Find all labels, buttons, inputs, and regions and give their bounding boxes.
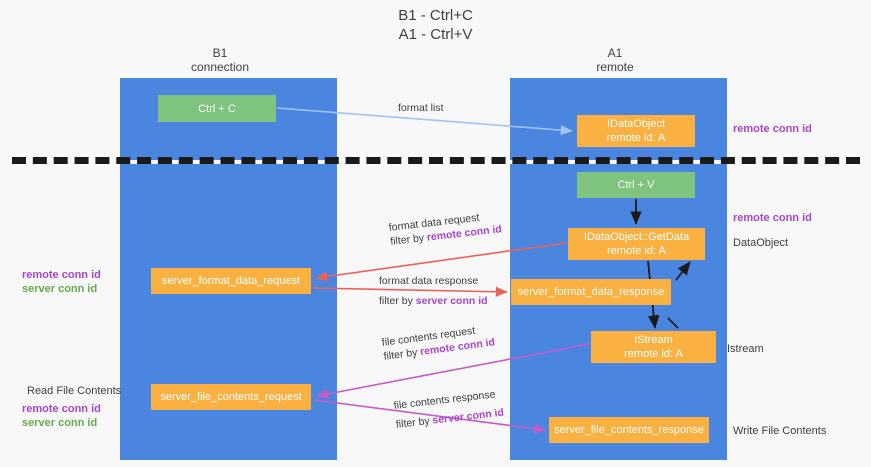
node-ctrl-v-label: Ctrl + V	[617, 179, 655, 191]
annotation-read-file-contents: Read File Contents	[27, 385, 122, 397]
filter-prefix: filter by	[389, 231, 428, 248]
column-header-a1-role: remote	[596, 60, 634, 74]
annotation-left-conn-ids-top: remote conn id server conn id	[22, 268, 101, 296]
edge-label-format-list: format list	[398, 101, 444, 115]
annotation-left-server-conn-id: server conn id	[22, 283, 98, 295]
node-server-format-data-request[interactable]: server_format_data_request	[151, 268, 311, 294]
node-server-format-data-request-label: server_format_data_request	[161, 275, 301, 287]
annotation-dataobject: DataObject	[733, 237, 789, 249]
node-istream-line1: IStream	[634, 334, 673, 346]
node-ctrl-c[interactable]: Ctrl + C	[158, 95, 276, 122]
edge-label-format-list-text: format list	[398, 102, 444, 114]
node-idataobject-line1: IDataObject	[606, 118, 666, 130]
annotation-left-conn-ids-bottom: remote conn id server conn id	[22, 402, 101, 430]
annotation-left-remote-conn-id: remote conn id	[22, 269, 101, 281]
annotation-left-remote-conn-id-2: remote conn id	[22, 403, 101, 415]
phase-divider	[12, 157, 860, 164]
node-idataobject[interactable]: IDataObject remote id: A	[577, 115, 695, 147]
node-idataobject-line2: remote id: A	[606, 132, 666, 144]
swimlane-a1-bottom	[510, 164, 727, 460]
node-server-format-data-response-label: server_format_data_response	[517, 286, 665, 298]
node-getdata-line2: remote id: A	[607, 245, 666, 257]
annotation-remote-conn-id-top: remote conn id	[733, 123, 812, 135]
filter-prefix: filter by	[379, 295, 416, 307]
node-istream-line2: remote id: A	[624, 348, 683, 360]
column-header-b1: B1 connection	[155, 46, 285, 74]
filter-key-server-conn-id: server conn id	[415, 295, 488, 307]
column-header-a1-name: A1	[607, 46, 623, 60]
node-ctrl-c-label: Ctrl + C	[198, 102, 236, 115]
filter-key-server-conn-id: server conn id	[431, 406, 505, 427]
node-server-file-contents-response[interactable]: server_file_contents_response	[549, 417, 709, 443]
title-line-2: A1 - Ctrl+V	[398, 26, 473, 43]
edge-label-format-data-request: format data request filter by remote con…	[388, 208, 502, 249]
filter-prefix: filter by	[395, 414, 434, 431]
node-ctrl-v[interactable]: Ctrl + V	[577, 172, 695, 198]
node-server-format-data-response[interactable]: server_format_data_response	[511, 279, 671, 305]
node-idataobject-getdata[interactable]: IDataObject::GetData remote id: A	[568, 228, 705, 260]
edge-label-format-data-response-line1: format data response	[379, 275, 479, 287]
edge-label-file-contents-request: file contents request filter by remote c…	[381, 321, 496, 363]
filter-prefix: filter by	[382, 346, 421, 363]
annotation-istream: Istream	[727, 343, 764, 355]
edge-label-format-data-response: format data response filter by server co…	[379, 274, 488, 308]
column-header-b1-role: connection	[190, 60, 250, 74]
node-server-file-contents-request[interactable]: server_file_contents_request	[151, 384, 311, 410]
annotation-left-server-conn-id-2: server conn id	[22, 417, 98, 429]
node-server-file-contents-response-label: server_file_contents_response	[554, 424, 704, 436]
node-server-file-contents-request-label: server_file_contents_request	[160, 391, 302, 403]
swimlane-b1-bottom	[120, 164, 337, 460]
annotation-remote-conn-id-mid: remote conn id	[733, 212, 812, 224]
annotation-write-file-contents: Write File Contents	[733, 425, 827, 437]
diagram-title: B1 - Ctrl+C A1 - Ctrl+V	[0, 6, 871, 44]
title-line-1: B1 - Ctrl+C	[398, 7, 473, 24]
edge-label-file-contents-response: file contents response filter by server …	[393, 387, 505, 432]
edge-label-format-data-response-line2: filter by server conn id	[379, 294, 488, 308]
node-istream[interactable]: IStream remote id: A	[591, 331, 716, 363]
node-getdata-line1: IDataObject::GetData	[583, 231, 690, 243]
column-header-b1-name: B1	[212, 46, 228, 60]
column-header-a1: A1 remote	[550, 46, 680, 74]
